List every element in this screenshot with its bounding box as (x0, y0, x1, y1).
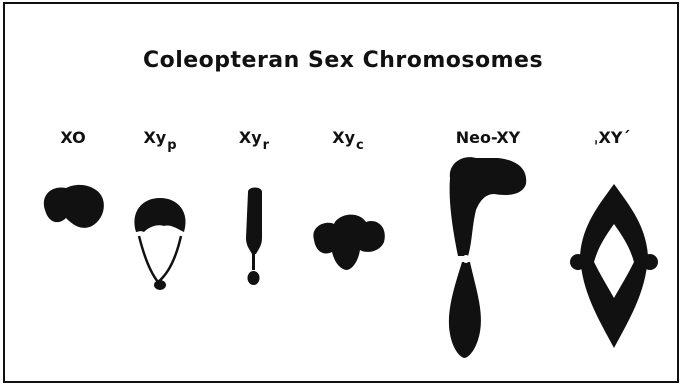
chromosome-xyp (134, 198, 185, 290)
chromosome-xyc (313, 215, 384, 270)
chromosome-pseudo-xy (570, 184, 658, 348)
chromosome-xo (44, 185, 104, 228)
chromosome-neo-xy (449, 157, 526, 358)
chromosome-xyr (246, 188, 262, 286)
